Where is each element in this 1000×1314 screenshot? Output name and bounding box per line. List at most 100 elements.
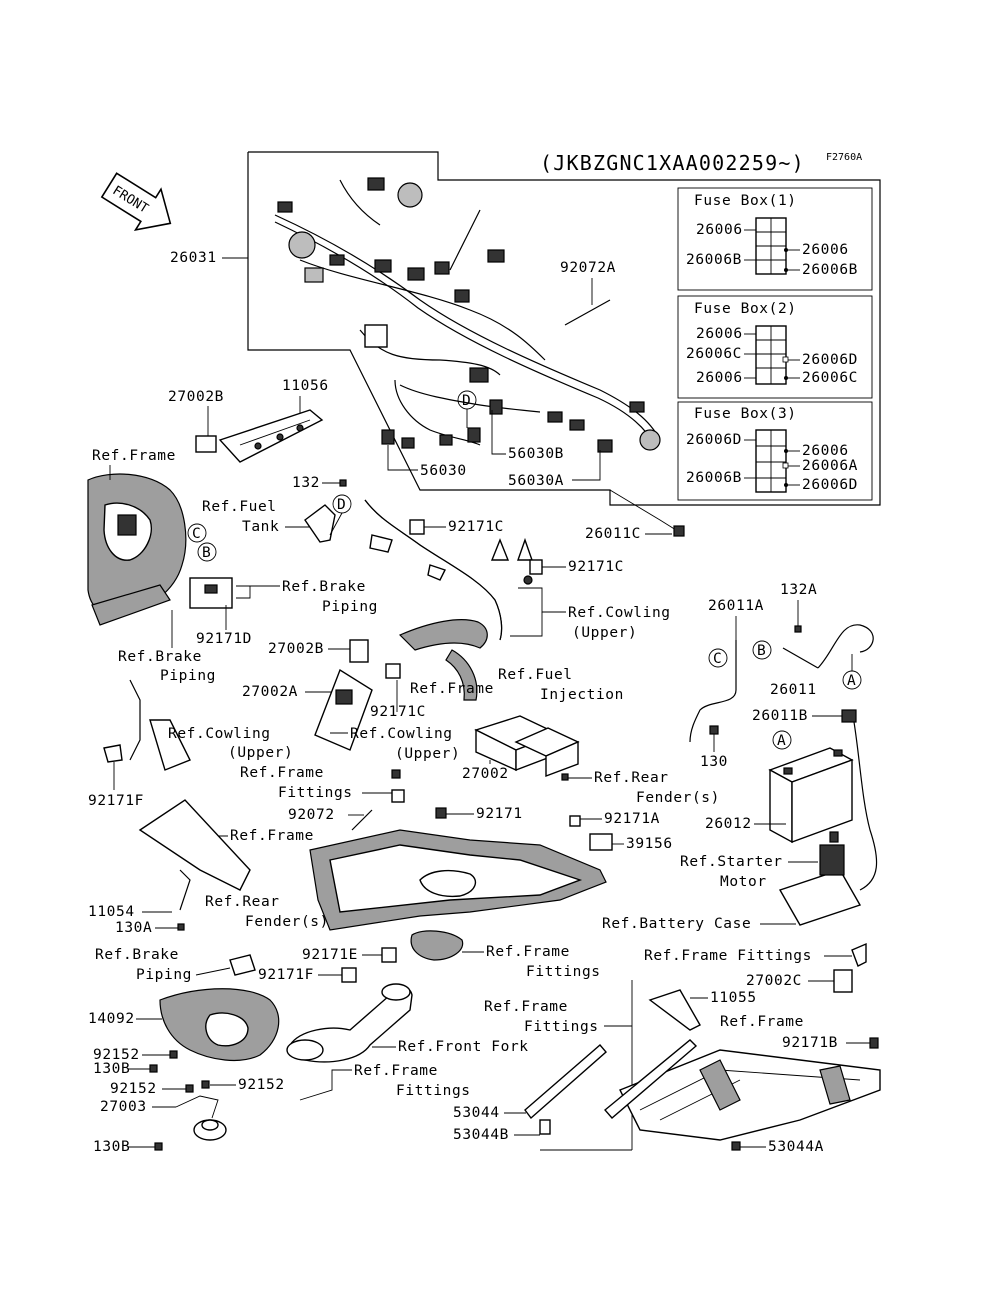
label-130A: 130A <box>115 920 152 936</box>
main-wiring-harness <box>274 177 661 453</box>
cowling-stay-rod <box>364 499 543 641</box>
serial-range: (JKBZGNC1XAA002259~) <box>540 151 805 175</box>
ref-fuel-injection-line2: Injection <box>540 687 624 703</box>
label-11054: 11054 <box>88 904 135 920</box>
ref-frame-fittings-b-line1: Ref.Frame <box>486 944 570 960</box>
label-27002: 27002 <box>462 766 509 782</box>
label-11056: 11056 <box>282 378 329 394</box>
fuse-box-3-right-0: 26006 <box>802 443 849 459</box>
label-27003: 27003 <box>100 1099 147 1115</box>
ref-brake-piping-b-line2: Piping <box>160 668 216 684</box>
ref-frame-fittings-a-line1: Ref.Frame <box>240 765 324 781</box>
label-130B-a: 130B <box>93 1061 130 1077</box>
label-92171C-a: 92171C <box>448 519 504 535</box>
ref-cowling-upper-a-line2: (Upper) <box>572 625 637 641</box>
label-92171: 92171 <box>476 806 523 822</box>
callout-a-1: A <box>847 673 856 689</box>
ref-fuel-tank-line2: Tank <box>242 519 279 535</box>
label-26011A: 26011A <box>708 598 764 614</box>
label-132A: 132A <box>780 582 817 598</box>
label-27002B-b: 27002B <box>268 641 324 657</box>
ref-brake-piping-b-line1: Ref.Brake <box>118 649 202 665</box>
label-92072: 92072 <box>288 807 335 823</box>
label-27002A: 27002A <box>242 684 298 700</box>
label-56030B: 56030B <box>508 446 564 462</box>
side-bracket-11054 <box>138 799 251 911</box>
fuse-box-2: Fuse Box(2) 26006 26006C 26006 26006D 26… <box>677 295 873 399</box>
label-14092: 14092 <box>88 1011 135 1027</box>
label-92171C-b: 92171C <box>568 559 624 575</box>
fuse-box-1: Fuse Box(1) 26006 26006B 26006 26006B <box>677 187 873 291</box>
ref-frame-label-2: Ref.Frame <box>410 681 494 697</box>
label-53044A: 53044A <box>768 1139 824 1155</box>
label-27002C: 27002C <box>746 973 802 989</box>
fuse-box-3-title: Fuse Box(3) <box>694 406 797 422</box>
label-92152-b: 92152 <box>110 1081 157 1097</box>
label-92072A: 92072A <box>560 260 616 276</box>
ref-frame-fittings-e-line2: Fittings <box>524 1019 599 1035</box>
callout-b-2: B <box>757 643 766 659</box>
fuse-box-2-right-0: 26006D <box>802 352 858 368</box>
fuse-box-2-left-2: 26006 <box>696 370 743 386</box>
inner-fender-14092 <box>159 988 280 1061</box>
label-26011B: 26011B <box>752 708 808 724</box>
fuse-box-1-left-1: 26006B <box>686 252 742 268</box>
ref-cowling-upper-c-line2: (Upper) <box>228 745 293 761</box>
label-92171D: 92171D <box>196 631 252 647</box>
rear-fender-tray <box>309 829 607 961</box>
ref-rear-fender-b-line1: Ref.Rear <box>205 894 280 910</box>
label-26011C: 26011C <box>585 526 641 542</box>
fuse-box-1-right-0: 26006 <box>802 242 849 258</box>
label-92152-a: 92152 <box>93 1047 140 1063</box>
ref-rear-fender-a-line2: Fender(s) <box>636 790 720 806</box>
harness-frame-outline <box>247 151 881 506</box>
fuse-box-2-right-1: 26006C <box>802 370 858 386</box>
ref-rear-fender-a-line1: Ref.Rear <box>594 770 669 786</box>
label-26012: 26012 <box>705 816 752 832</box>
ecu-unit-27002 <box>474 715 580 778</box>
label-92171A: 92171A <box>604 811 660 827</box>
ref-frame-fittings-c: Ref.Frame Fittings <box>644 948 812 964</box>
fuse-box-3-left-0: 26006D <box>686 432 742 448</box>
battery-case <box>778 831 862 926</box>
ref-starter-motor-line2: Motor <box>720 874 767 890</box>
cowling-bracket-92171F <box>103 679 191 771</box>
callout-a-2: A <box>777 733 786 749</box>
ref-frame-fittings-b-line2: Fittings <box>526 964 601 980</box>
ref-frame-fittings-d-line2: Fittings <box>396 1083 471 1099</box>
ref-front-fork: Ref.Front Fork <box>398 1039 529 1055</box>
label-92171C-c: 92171C <box>370 704 426 720</box>
callout-d-2: D <box>337 497 346 513</box>
label-92152-c: 92152 <box>238 1077 285 1093</box>
figure-code: F2760A <box>826 152 862 163</box>
label-11055: 11055 <box>710 990 757 1006</box>
fuse-box-3-left-1: 26006B <box>686 470 742 486</box>
label-92171F: 92171F <box>88 793 144 809</box>
ref-frame-label-4: Ref.Frame <box>720 1014 804 1030</box>
fuse-box-3-right-2: 26006D <box>802 477 858 493</box>
ref-cowling-upper-b-line1: Ref.Cowling <box>350 726 453 742</box>
label-26011: 26011 <box>770 682 817 698</box>
fuse-box-1-left-0: 26006 <box>696 222 743 238</box>
callout-c-1: C <box>192 526 201 542</box>
fork-clamp <box>286 983 413 1063</box>
label-53044: 53044 <box>453 1105 500 1121</box>
label-92171E: 92171E <box>302 947 358 963</box>
label-39156: 39156 <box>626 836 673 852</box>
ref-frame-label-1: Ref.Frame <box>92 448 176 464</box>
fuse-box-3: Fuse Box(3) 26006D 26006B 26006 26006A 2… <box>677 401 873 501</box>
fuel-pump-bracket <box>398 619 488 701</box>
ref-brake-piping-a-line2: Piping <box>322 599 378 615</box>
rear-subframe <box>619 1049 881 1141</box>
label-56030A: 56030A <box>508 473 564 489</box>
ref-fuel-tank-line1: Ref.Fuel <box>202 499 277 515</box>
ref-cowling-upper-c-line1: Ref.Cowling <box>168 726 271 742</box>
ref-brake-piping-a-line1: Ref.Brake <box>282 579 366 595</box>
fuse-box-1-right-1: 26006B <box>802 262 858 278</box>
ref-starter-motor-line1: Ref.Starter <box>680 854 783 870</box>
ref-frame-fittings-a-line2: Fittings <box>278 785 353 801</box>
fuse-box-2-title: Fuse Box(2) <box>694 301 797 317</box>
fuse-box-1-title: Fuse Box(1) <box>694 193 797 209</box>
label-132: 132 <box>292 475 320 491</box>
